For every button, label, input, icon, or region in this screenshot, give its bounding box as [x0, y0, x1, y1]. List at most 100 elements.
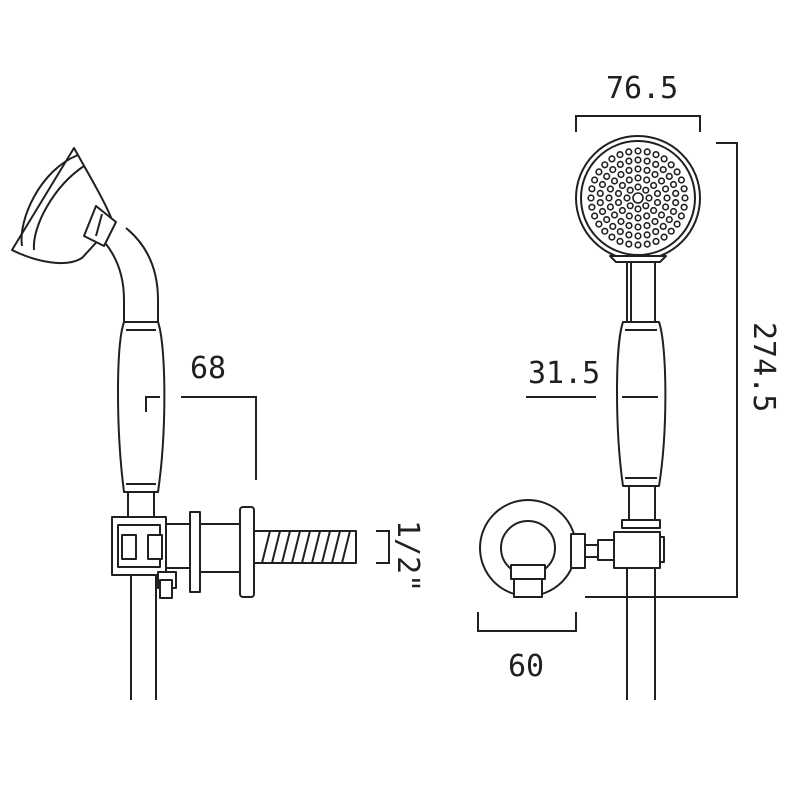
- nozzle-hole: [618, 206, 627, 215]
- nozzle-hole: [677, 176, 686, 184]
- nozzle-hole: [601, 227, 609, 235]
- nozzle-hole: [634, 205, 642, 213]
- nozzle-hole: [649, 181, 658, 190]
- nozzle-hole: [643, 157, 651, 165]
- nozzle-hole: [606, 185, 615, 193]
- nozzle-hole: [660, 155, 668, 163]
- front-handle: [616, 321, 667, 521]
- nozzle-hole: [595, 168, 603, 176]
- side-shower-head: [11, 147, 117, 265]
- nozzle-hole: [598, 180, 607, 189]
- nozzle-hole: [681, 194, 689, 202]
- nozzle-hole: [625, 148, 633, 156]
- nozzle-hole: [643, 231, 651, 239]
- dimension-label-76-5: 76.5: [606, 71, 678, 106]
- nozzle-hole: [595, 220, 603, 228]
- dimension-label-68: 68: [190, 351, 226, 386]
- nozzle-hole: [632, 192, 644, 204]
- nozzle-hole: [605, 194, 613, 202]
- nozzle-hole: [667, 161, 675, 169]
- nozzle-hole: [590, 176, 599, 184]
- nozzle-hole: [677, 212, 686, 220]
- nozzle-hole: [643, 166, 651, 174]
- nozzle-hole: [616, 151, 624, 159]
- dimension-68: 68: [145, 351, 257, 480]
- nozzle-hole: [659, 166, 667, 174]
- nozzle-hole: [634, 156, 642, 164]
- nozzle-hole: [680, 185, 688, 193]
- nozzle-hole: [625, 166, 633, 174]
- nozzle-hole: [634, 165, 642, 173]
- nozzle-hole: [649, 206, 658, 215]
- nozzle-hole: [659, 222, 667, 230]
- nozzle-hole: [603, 172, 611, 180]
- nozzle-hole: [663, 194, 671, 202]
- dimension-274-5: 274.5: [585, 142, 781, 598]
- nozzle-hole: [626, 186, 634, 194]
- nozzle-hole: [614, 198, 623, 207]
- nozzle-hole: [590, 212, 599, 220]
- nozzle-hole: [609, 222, 617, 230]
- nozzle-hole: [606, 203, 615, 211]
- nozzle-hole: [608, 233, 616, 241]
- side-handle: [117, 321, 166, 519]
- nozzle-hole: [603, 216, 611, 224]
- nozzle-hole: [643, 212, 651, 220]
- dimension-60: 60: [477, 612, 577, 684]
- nozzle-hole: [665, 216, 673, 224]
- nozzle-hole: [651, 170, 659, 179]
- side-neck: [105, 227, 159, 322]
- nozzle-hole: [626, 202, 634, 210]
- nozzle-hole: [625, 222, 633, 230]
- nozzle-hole: [616, 237, 624, 245]
- nozzle-hole: [609, 166, 617, 174]
- dimension-label-274-5: 274.5: [746, 322, 781, 412]
- nozzle-hole: [642, 186, 650, 194]
- nozzle-hole: [657, 211, 666, 219]
- nozzle-hole: [643, 148, 651, 156]
- nozzle-hole: [642, 202, 650, 210]
- nozzle-hole: [596, 189, 604, 197]
- nozzle-hole: [634, 214, 642, 222]
- nozzle-hole: [651, 217, 659, 226]
- nozzle-hole: [588, 185, 596, 193]
- nozzle-hole: [610, 177, 619, 185]
- nozzle-hole: [608, 155, 616, 163]
- nozzle-hole: [625, 231, 633, 239]
- side-view: 68 1/2": [11, 147, 425, 700]
- nozzle-hole: [634, 223, 642, 231]
- nozzle-hole: [652, 228, 660, 236]
- nozzle-hole: [617, 170, 625, 179]
- front-neck: [626, 255, 656, 322]
- nozzle-hole: [616, 228, 624, 236]
- nozzle-hole: [672, 199, 680, 207]
- front-view: 76.5 31.5 274.5 60: [477, 71, 781, 700]
- nozzle-hole: [623, 194, 631, 202]
- nozzle-hole: [598, 207, 607, 216]
- nozzle-hole: [652, 151, 660, 159]
- nozzle-hole: [665, 172, 673, 180]
- nozzle-hole: [634, 232, 642, 240]
- dimension-thread: 1/2": [376, 520, 425, 592]
- nozzle-hole: [616, 160, 624, 168]
- nozzle-hole: [634, 183, 642, 191]
- nozzle-hole: [643, 240, 651, 248]
- front-holder: [556, 519, 665, 569]
- nozzle-hole: [601, 161, 609, 169]
- nozzle-hole: [587, 194, 595, 202]
- nozzle-hole: [673, 220, 681, 228]
- nozzle-hole: [680, 203, 688, 211]
- nozzle-hole: [645, 194, 653, 202]
- nozzle-hole: [669, 180, 678, 189]
- nozzle-hole: [625, 212, 633, 220]
- nozzle-hole: [643, 176, 651, 184]
- side-hose: [130, 570, 157, 700]
- nozzle-hole: [652, 237, 660, 245]
- dimension-label-31-5: 31.5: [528, 356, 600, 391]
- dimension-label-60: 60: [508, 649, 544, 684]
- nozzle-hole: [625, 240, 633, 248]
- nozzle-hole: [660, 233, 668, 241]
- front-wall-flange: [479, 499, 586, 598]
- nozzle-hole: [610, 211, 619, 219]
- nozzle-hole: [673, 168, 681, 176]
